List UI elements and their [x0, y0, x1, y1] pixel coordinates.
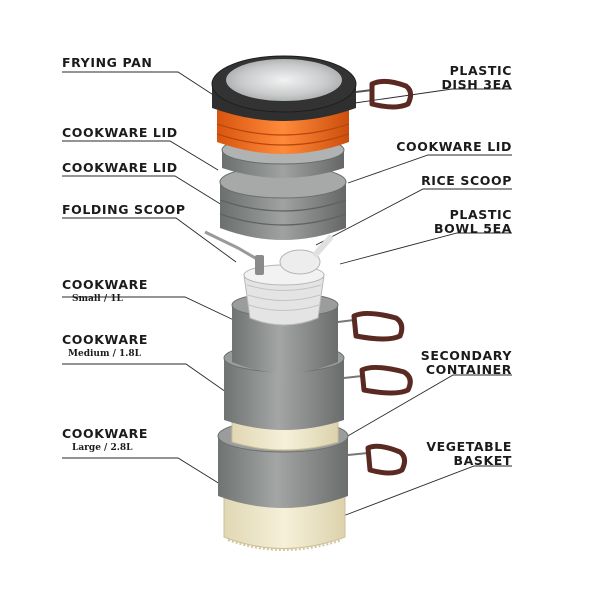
label-cookware-lid-1: COOKWARE LID	[62, 125, 178, 140]
label-cookware-lid-right: COOKWARE LID	[396, 139, 512, 154]
leader-lines	[62, 71, 512, 517]
label-plastic-dish-1: PLASTIC	[449, 63, 512, 78]
folding-scoop	[204, 230, 264, 275]
rice-scoop	[279, 235, 333, 275]
label-cookware-lid-2: COOKWARE LID	[62, 160, 178, 175]
label-cookware-small: COOKWARE	[62, 277, 148, 292]
label-vegetable-1: VEGETABLE	[426, 439, 512, 454]
label-cookware-small-size: Small / 1L	[72, 294, 123, 304]
label-cookware-medium: COOKWARE	[62, 332, 148, 347]
label-secondary-1: SECONDARY	[420, 348, 512, 363]
label-plastic-bowl-1: PLASTIC	[449, 207, 512, 222]
label-plastic-bowl-2: BOWL 5EA	[434, 221, 512, 236]
label-vegetable-2: BASKET	[453, 453, 512, 468]
label-secondary-2: CONTAINER	[425, 362, 512, 377]
frying-pan	[211, 55, 414, 121]
label-folding-scoop: FOLDING SCOOP	[62, 202, 186, 217]
label-cookware-large-size: Large / 2.8L	[72, 443, 133, 453]
label-frying-pan: FRYING PAN	[62, 55, 153, 70]
orange-cookware-lid	[216, 110, 350, 154]
label-plastic-dish-2: DISH 3EA	[441, 77, 512, 92]
label-cookware-medium-size: Medium / 1.8L	[68, 349, 142, 359]
label-rice-scoop: RICE SCOOP	[421, 173, 512, 188]
label-cookware-large: COOKWARE	[62, 426, 148, 441]
